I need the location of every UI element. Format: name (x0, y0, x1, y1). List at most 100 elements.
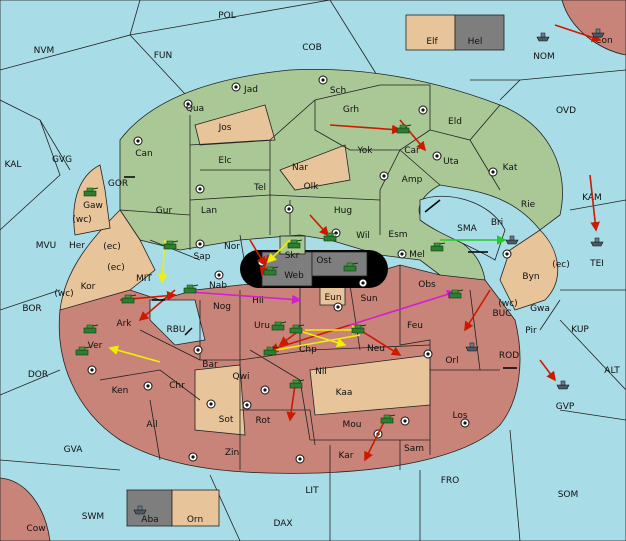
sot-region (194, 364, 246, 436)
order-arrow (554, 24, 602, 43)
tank-icon[interactable] (83, 324, 99, 334)
region-labels: POLNVMFUNCOBOVDKALGVGGORKAMMVUMITBORRBUD… (5, 11, 621, 534)
label-grh: Grh (343, 105, 359, 115)
label-wil: Wil (356, 231, 370, 241)
ship-icon[interactable] (556, 380, 570, 390)
label-cob: COB (302, 43, 322, 53)
supply-center-dot (217, 273, 221, 277)
order-arrow (263, 334, 361, 356)
tank-icon[interactable] (323, 232, 339, 242)
tank-icon[interactable] (163, 240, 179, 250)
label-tel: Tel (253, 183, 266, 193)
hel-box (454, 14, 505, 51)
order-arrows (108, 24, 602, 462)
label-gor: GOR (108, 179, 128, 189)
label-esm: Esm (388, 230, 407, 240)
ship-icon[interactable] (465, 342, 479, 352)
tank-icon[interactable] (263, 266, 279, 276)
ship-icon[interactable] (590, 237, 604, 247)
label-fro: FRO (441, 476, 460, 486)
label-rot: Rot (256, 416, 271, 426)
tank-icon[interactable] (83, 187, 99, 197)
tank-icon[interactable] (289, 379, 305, 389)
supply-center-dot (198, 242, 202, 246)
units (75, 28, 605, 515)
label-mit: MIT (136, 274, 152, 284)
label-bar: Bar (202, 360, 218, 370)
tank-icon[interactable] (287, 239, 303, 249)
label-orl: Orl (445, 356, 458, 366)
tank-icon[interactable] (289, 324, 305, 334)
label-nil: Nil (315, 367, 327, 377)
label-qua: Qua (186, 104, 204, 114)
label-gur: Gur (156, 206, 173, 216)
order-arrow (359, 329, 402, 356)
label-alt: ALT (604, 366, 620, 376)
tank-icon[interactable] (430, 242, 446, 252)
label-rod: ROD (499, 351, 519, 361)
supply-center-dot (361, 281, 365, 285)
label-lan: Lan (201, 206, 217, 216)
tank-icon[interactable] (271, 321, 287, 331)
label-ver: Ver (88, 341, 103, 351)
label-hil: Hil (252, 296, 264, 306)
ship-icon[interactable] (536, 32, 550, 42)
label-sma: SMA (457, 224, 477, 234)
tank-icon[interactable] (380, 414, 396, 424)
supply-center-dot (209, 402, 213, 406)
supply-center-dot (435, 154, 439, 158)
tank-icon[interactable] (351, 324, 367, 334)
label-ovd: OVD (556, 106, 576, 116)
sma-bay (419, 195, 506, 261)
tank-icon[interactable] (263, 346, 279, 356)
supply-center-dot (421, 108, 425, 112)
label-gvp: GVP (556, 402, 575, 412)
order-arrow (268, 324, 351, 353)
label-her: Her (69, 241, 85, 251)
label-amp: Amp (402, 175, 423, 185)
tank-icon[interactable] (448, 289, 464, 299)
label-sun: Sun (360, 294, 377, 304)
ship-icon[interactable] (133, 505, 147, 515)
coast-tag: (wc) (498, 299, 517, 309)
coast-tag: (ec) (103, 242, 121, 252)
label-elc: Elc (218, 156, 231, 166)
label-gaw: Gaw (83, 201, 103, 211)
tank-icon[interactable] (121, 294, 137, 304)
label-swm: SWM (82, 512, 104, 522)
east-coast (499, 229, 559, 311)
supply-center-dot (298, 457, 302, 461)
supply-center-dot (198, 187, 202, 191)
ship-icon[interactable] (591, 28, 605, 38)
nar-region (279, 144, 351, 191)
label-yok: Yok (356, 146, 373, 156)
label-jos: Jos (218, 123, 232, 133)
label-nom: NOM (533, 52, 555, 62)
tank-icon[interactable] (75, 346, 91, 356)
tank-icon[interactable] (183, 284, 199, 294)
label-aba: Aba (141, 515, 158, 525)
label-byn: Byn (522, 272, 539, 282)
label-buc: BUC (492, 309, 511, 319)
tank-icon[interactable] (343, 262, 359, 272)
label-neu: Neu (367, 344, 385, 354)
rbu-inlet (149, 299, 206, 346)
order-arrow (329, 124, 402, 135)
order-arrow (138, 289, 176, 322)
tank-icon[interactable] (396, 124, 412, 134)
ship-icon[interactable] (505, 235, 519, 245)
label-zin: Zin (225, 448, 239, 458)
label-bri: Bri (491, 218, 503, 228)
order-arrow (464, 289, 491, 332)
label-sot: Sot (219, 415, 234, 425)
label-ost: Ost (316, 256, 332, 266)
supply-center-dot (191, 455, 195, 459)
jos-region (194, 104, 276, 146)
label-kor: Kor (81, 282, 96, 292)
label-elf: Elf (426, 37, 438, 47)
coast-tag: (wc) (72, 215, 91, 225)
supply-center-dot (136, 139, 140, 143)
supply-center-dot (245, 403, 249, 407)
coast-tag: (wc) (54, 289, 73, 299)
